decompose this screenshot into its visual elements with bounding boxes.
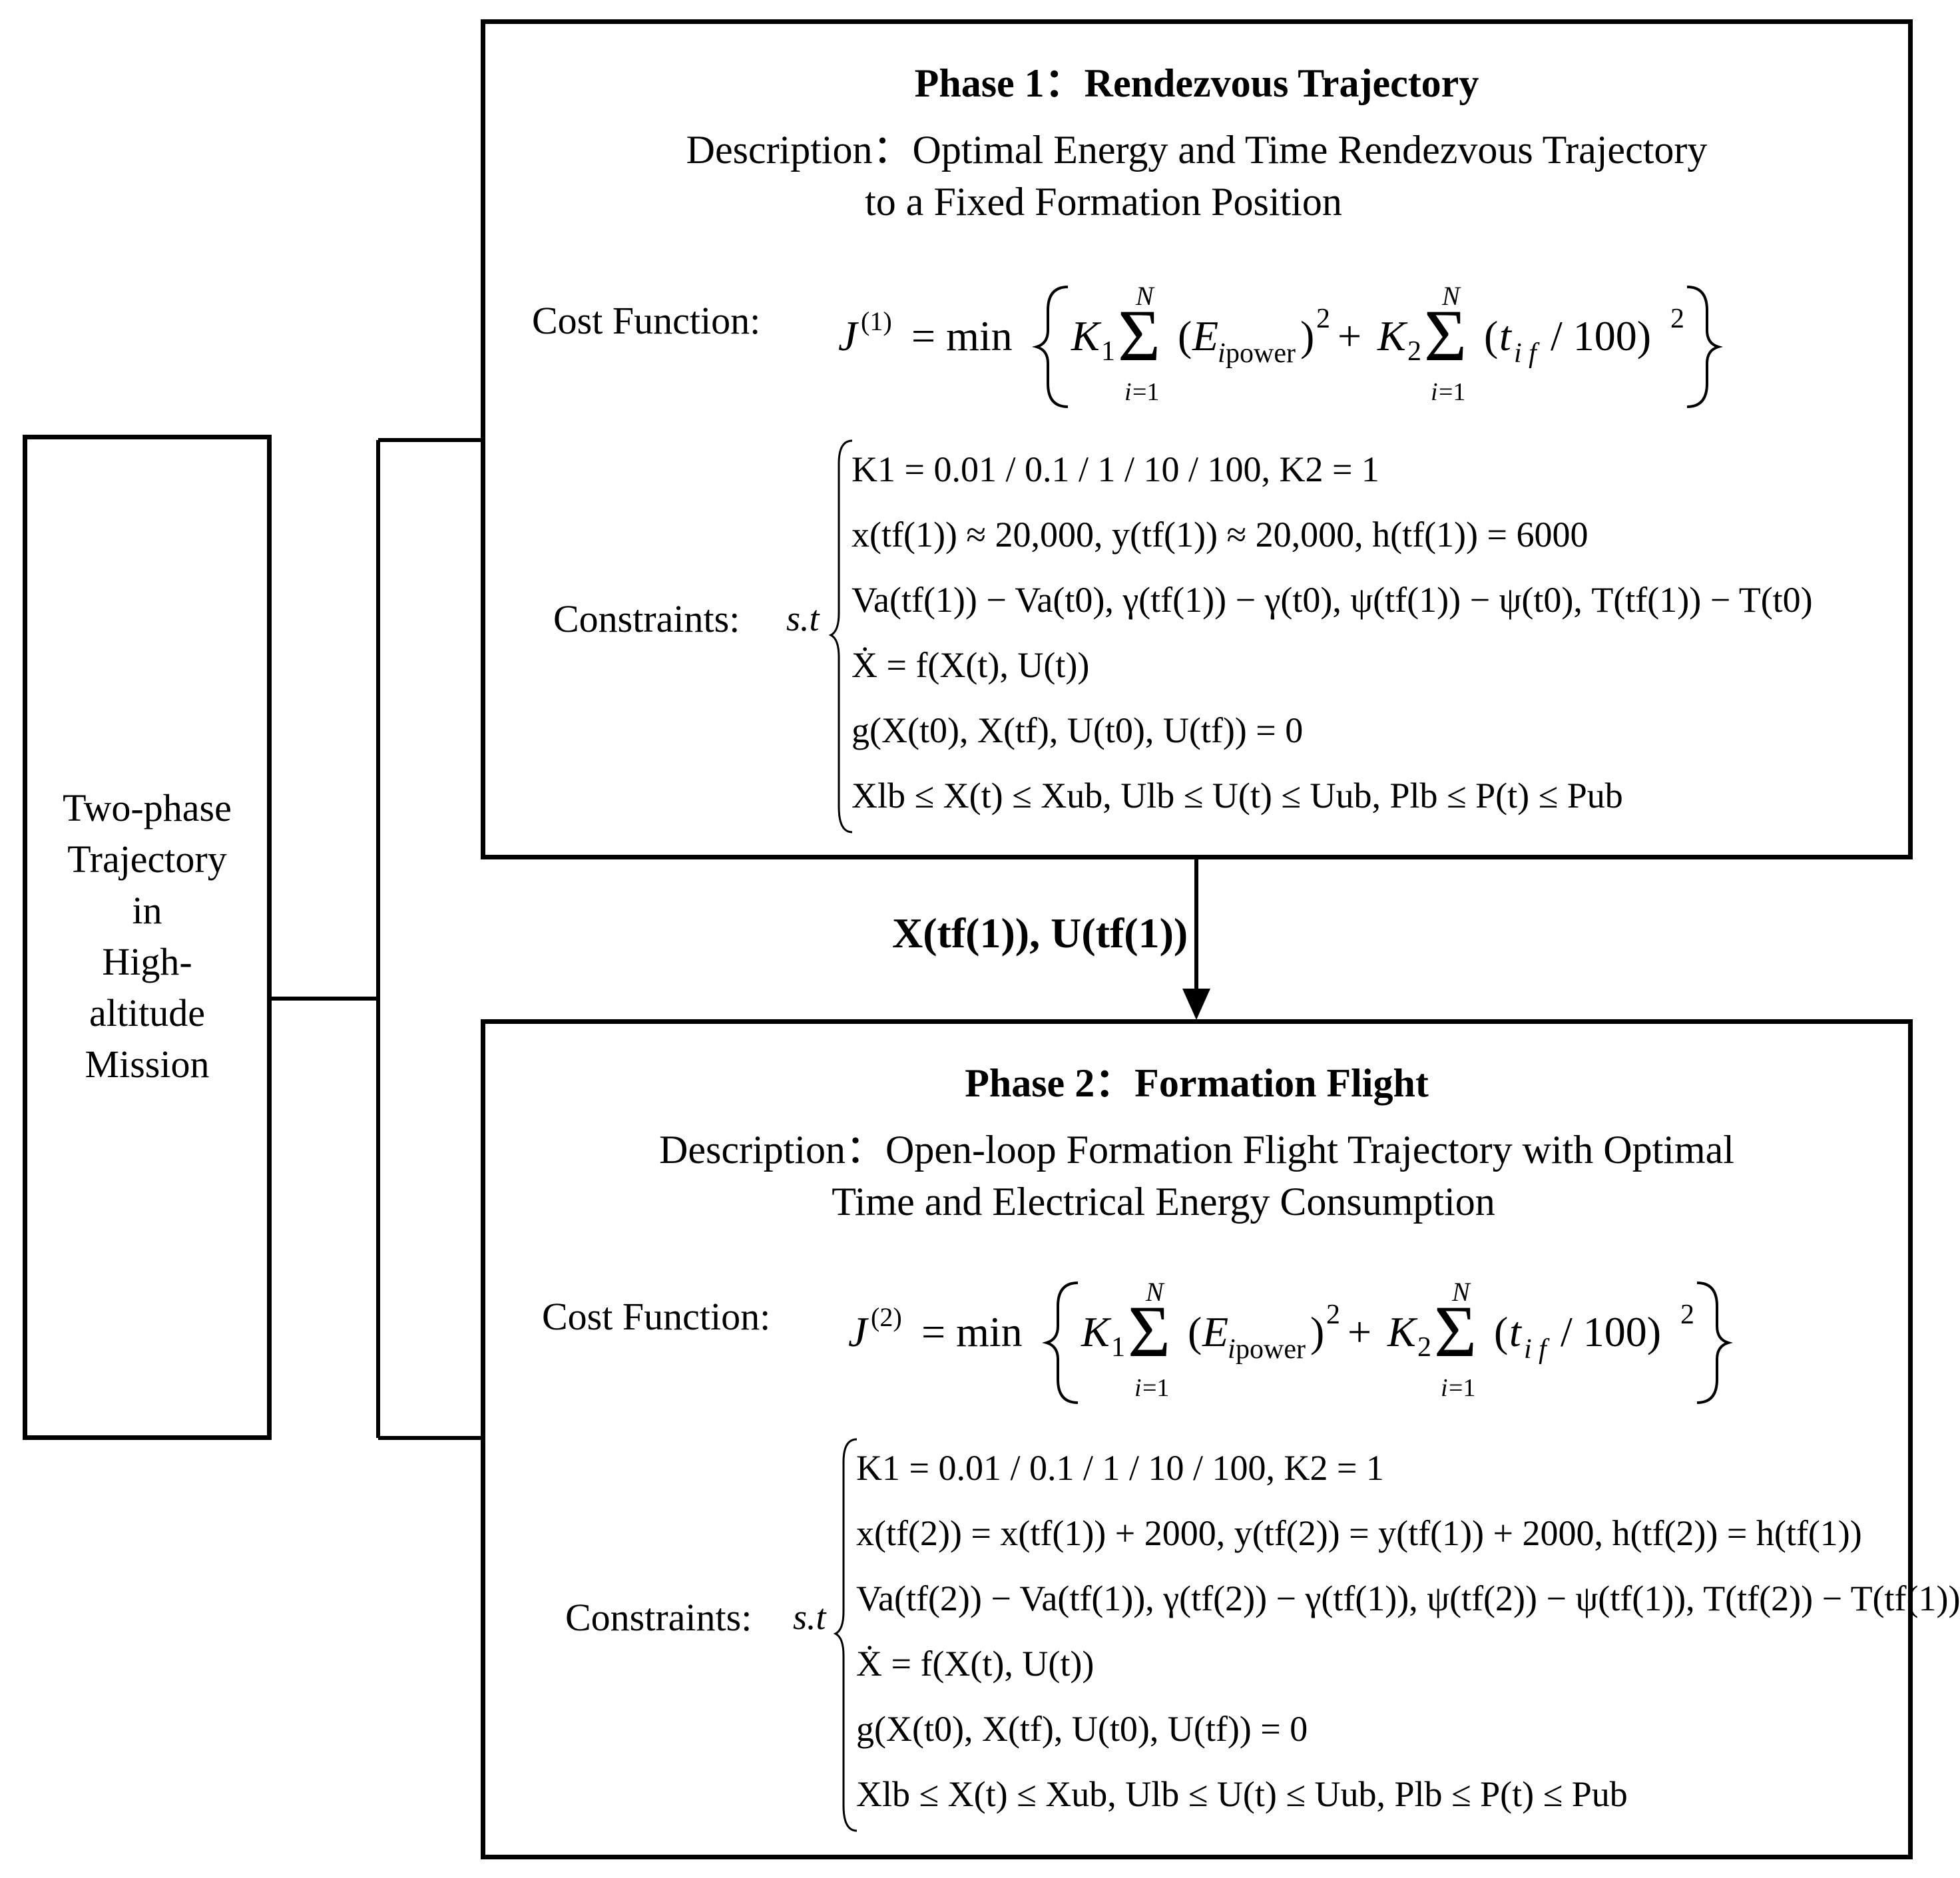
phase1-constraint-4: Ẋ = f(X(t), U(t)): [852, 645, 1090, 685]
phase1-box: Phase 1：Rendezvous Trajectory Descriptio…: [481, 19, 1913, 859]
svg-text:2: 2: [1326, 1299, 1340, 1330]
svg-text:1: 1: [1111, 1332, 1125, 1363]
svg-text:= min: = min: [921, 1308, 1023, 1355]
phase2-constraint-6: Xlb ≤ X(t) ≤ Xub, Ulb ≤ U(t) ≤ Uub, Plb …: [856, 1774, 1628, 1814]
svg-text:power: power: [1236, 1334, 1306, 1365]
svg-text:Σ: Σ: [1128, 1291, 1170, 1372]
phase1-description-line2: to a Fixed Formation Position: [865, 180, 1342, 224]
phase2-description-line2: Time and Electrical Energy Consumption: [832, 1180, 1495, 1224]
phase1-constraint-5: g(X(t0), X(tf), U(t0), U(tf)) = 0: [852, 710, 1304, 750]
svg-text:Σ: Σ: [1434, 1291, 1477, 1372]
phase2-constraint-4: Ẋ = f(X(t), U(t)): [856, 1644, 1095, 1684]
arrowhead-down: [1182, 989, 1210, 1020]
svg-text:i: i: [1228, 1334, 1236, 1365]
svg-text:K: K: [1377, 312, 1408, 359]
phase1-constraint-6: Xlb ≤ X(t) ≤ Xub, Ulb ≤ U(t) ≤ Uub, Plb …: [852, 776, 1623, 816]
phase2-st-label: s.t: [793, 1597, 826, 1637]
svg-text:N: N: [1451, 1277, 1471, 1307]
mission-line-4: High-: [102, 940, 192, 983]
svg-text:(: (: [1494, 1308, 1508, 1355]
phase2-constraints-label: Constraints:: [565, 1596, 752, 1639]
svg-text:N: N: [1441, 281, 1461, 311]
svg-text:t: t: [1499, 312, 1513, 359]
phase1-constraints-label: Constraints:: [553, 597, 740, 640]
svg-text:1: 1: [1101, 336, 1115, 367]
svg-text:(: (: [1178, 312, 1192, 359]
svg-text:2: 2: [1670, 304, 1684, 334]
transfer-label: X(tf(1)), U(tf(1)): [892, 909, 1188, 957]
svg-text:/ 100): / 100): [1551, 312, 1651, 359]
svg-text:= min: = min: [911, 312, 1013, 359]
svg-text:E: E: [1202, 1308, 1228, 1355]
svg-text:i: i: [1124, 378, 1132, 406]
svg-text:=1: =1: [1449, 1374, 1475, 1402]
phase2-constraint-1: K1 = 0.01 / 0.1 / 1 / 10 / 100, K2 = 1: [856, 1448, 1384, 1488]
svg-text:i: i: [1134, 1374, 1142, 1402]
phase2-constraint-2: x(tf(2)) = x(tf(1)) + 2000, y(tf(2)) = y…: [856, 1513, 1862, 1553]
phase1-title: Phase 1：Rendezvous Trajectory: [914, 61, 1479, 105]
mission-line-3: in: [132, 889, 162, 932]
phase1-description-line1: Description：Optimal Energy and Time Rend…: [686, 128, 1708, 172]
svg-text:2: 2: [1407, 336, 1421, 367]
svg-text:=1: =1: [1132, 378, 1159, 406]
phase1-constraint-2: x(tf(1)) ≈ 20,000, y(tf(1)) ≈ 20,000, h(…: [852, 515, 1589, 555]
mission-box: Two-phase Trajectory in High- altitude M…: [23, 435, 272, 1440]
phase2-constraint-brace: [833, 1438, 858, 1832]
svg-text:i: i: [1431, 378, 1438, 406]
svg-text:(2): (2): [871, 1302, 902, 1332]
svg-text:i f: i f: [1524, 1334, 1550, 1365]
phase1-cost-label: Cost Function:: [532, 299, 761, 342]
phase1-st-label: s.t: [786, 598, 820, 638]
svg-text:+: +: [1338, 312, 1361, 359]
svg-text:i f: i f: [1514, 338, 1540, 369]
phase2-cost-label: Cost Function:: [542, 1295, 771, 1338]
svg-text:J: J: [848, 1308, 869, 1355]
phase1-constraint-brace: [828, 439, 853, 833]
svg-text:N: N: [1135, 281, 1155, 311]
phase2-description-line1: Description：Open-loop Formation Flight T…: [659, 1128, 1734, 1172]
mission-label: Two-phase Trajectory in High- altitude M…: [27, 782, 267, 1090]
svg-text:i: i: [1218, 338, 1226, 369]
svg-text:power: power: [1226, 338, 1296, 369]
svg-text:=1: =1: [1439, 378, 1465, 406]
svg-text:=1: =1: [1142, 1374, 1169, 1402]
svg-text:K: K: [1387, 1308, 1418, 1355]
mission-line-5: altitude: [89, 991, 205, 1035]
mission-line-1: Two-phase: [63, 786, 232, 829]
phase1-constraint-list: K1 = 0.01 / 0.1 / 1 / 10 / 100, K2 = 1 x…: [852, 437, 1813, 828]
phase1-constraint-3: Va(tf(1)) − Va(t0), γ(tf(1)) − γ(t0), ψ(…: [852, 580, 1813, 620]
svg-text:(: (: [1188, 1308, 1202, 1355]
svg-text:/ 100): / 100): [1561, 1308, 1661, 1355]
svg-text:Σ: Σ: [1118, 295, 1160, 376]
svg-text:N: N: [1145, 1277, 1165, 1307]
svg-text:): ): [1310, 1308, 1324, 1355]
svg-text:2: 2: [1316, 304, 1330, 334]
svg-text:K: K: [1081, 1308, 1112, 1355]
phase1-constraint-1: K1 = 0.01 / 0.1 / 1 / 10 / 100, K2 = 1: [852, 449, 1379, 489]
mission-line-2: Trajectory: [67, 837, 227, 881]
svg-text:Σ: Σ: [1424, 295, 1467, 376]
svg-text:2: 2: [1680, 1299, 1694, 1330]
phase2-constraint-5: g(X(t0), X(tf), U(t0), U(tf)) = 0: [856, 1709, 1308, 1749]
svg-text:(: (: [1484, 312, 1498, 359]
phase2-box: Phase 2：Formation Flight Description：Ope…: [481, 1019, 1960, 1859]
svg-text:): ): [1300, 312, 1314, 359]
phase2-constraint-3: Va(tf(2)) − Va(tf(1)), γ(tf(2)) − γ(tf(1…: [856, 1578, 1960, 1618]
svg-text:J: J: [838, 312, 859, 359]
svg-text:(1): (1): [861, 306, 892, 336]
phase2-title: Phase 2：Formation Flight: [965, 1061, 1429, 1105]
svg-text:K: K: [1071, 312, 1102, 359]
mission-line-6: Mission: [85, 1043, 210, 1086]
phase2-constraint-list: K1 = 0.01 / 0.1 / 1 / 10 / 100, K2 = 1 x…: [856, 1435, 1960, 1827]
svg-text:E: E: [1192, 312, 1218, 359]
svg-text:2: 2: [1417, 1332, 1431, 1363]
svg-text:+: +: [1348, 1308, 1371, 1355]
svg-text:i: i: [1441, 1374, 1448, 1402]
svg-text:t: t: [1509, 1308, 1523, 1355]
